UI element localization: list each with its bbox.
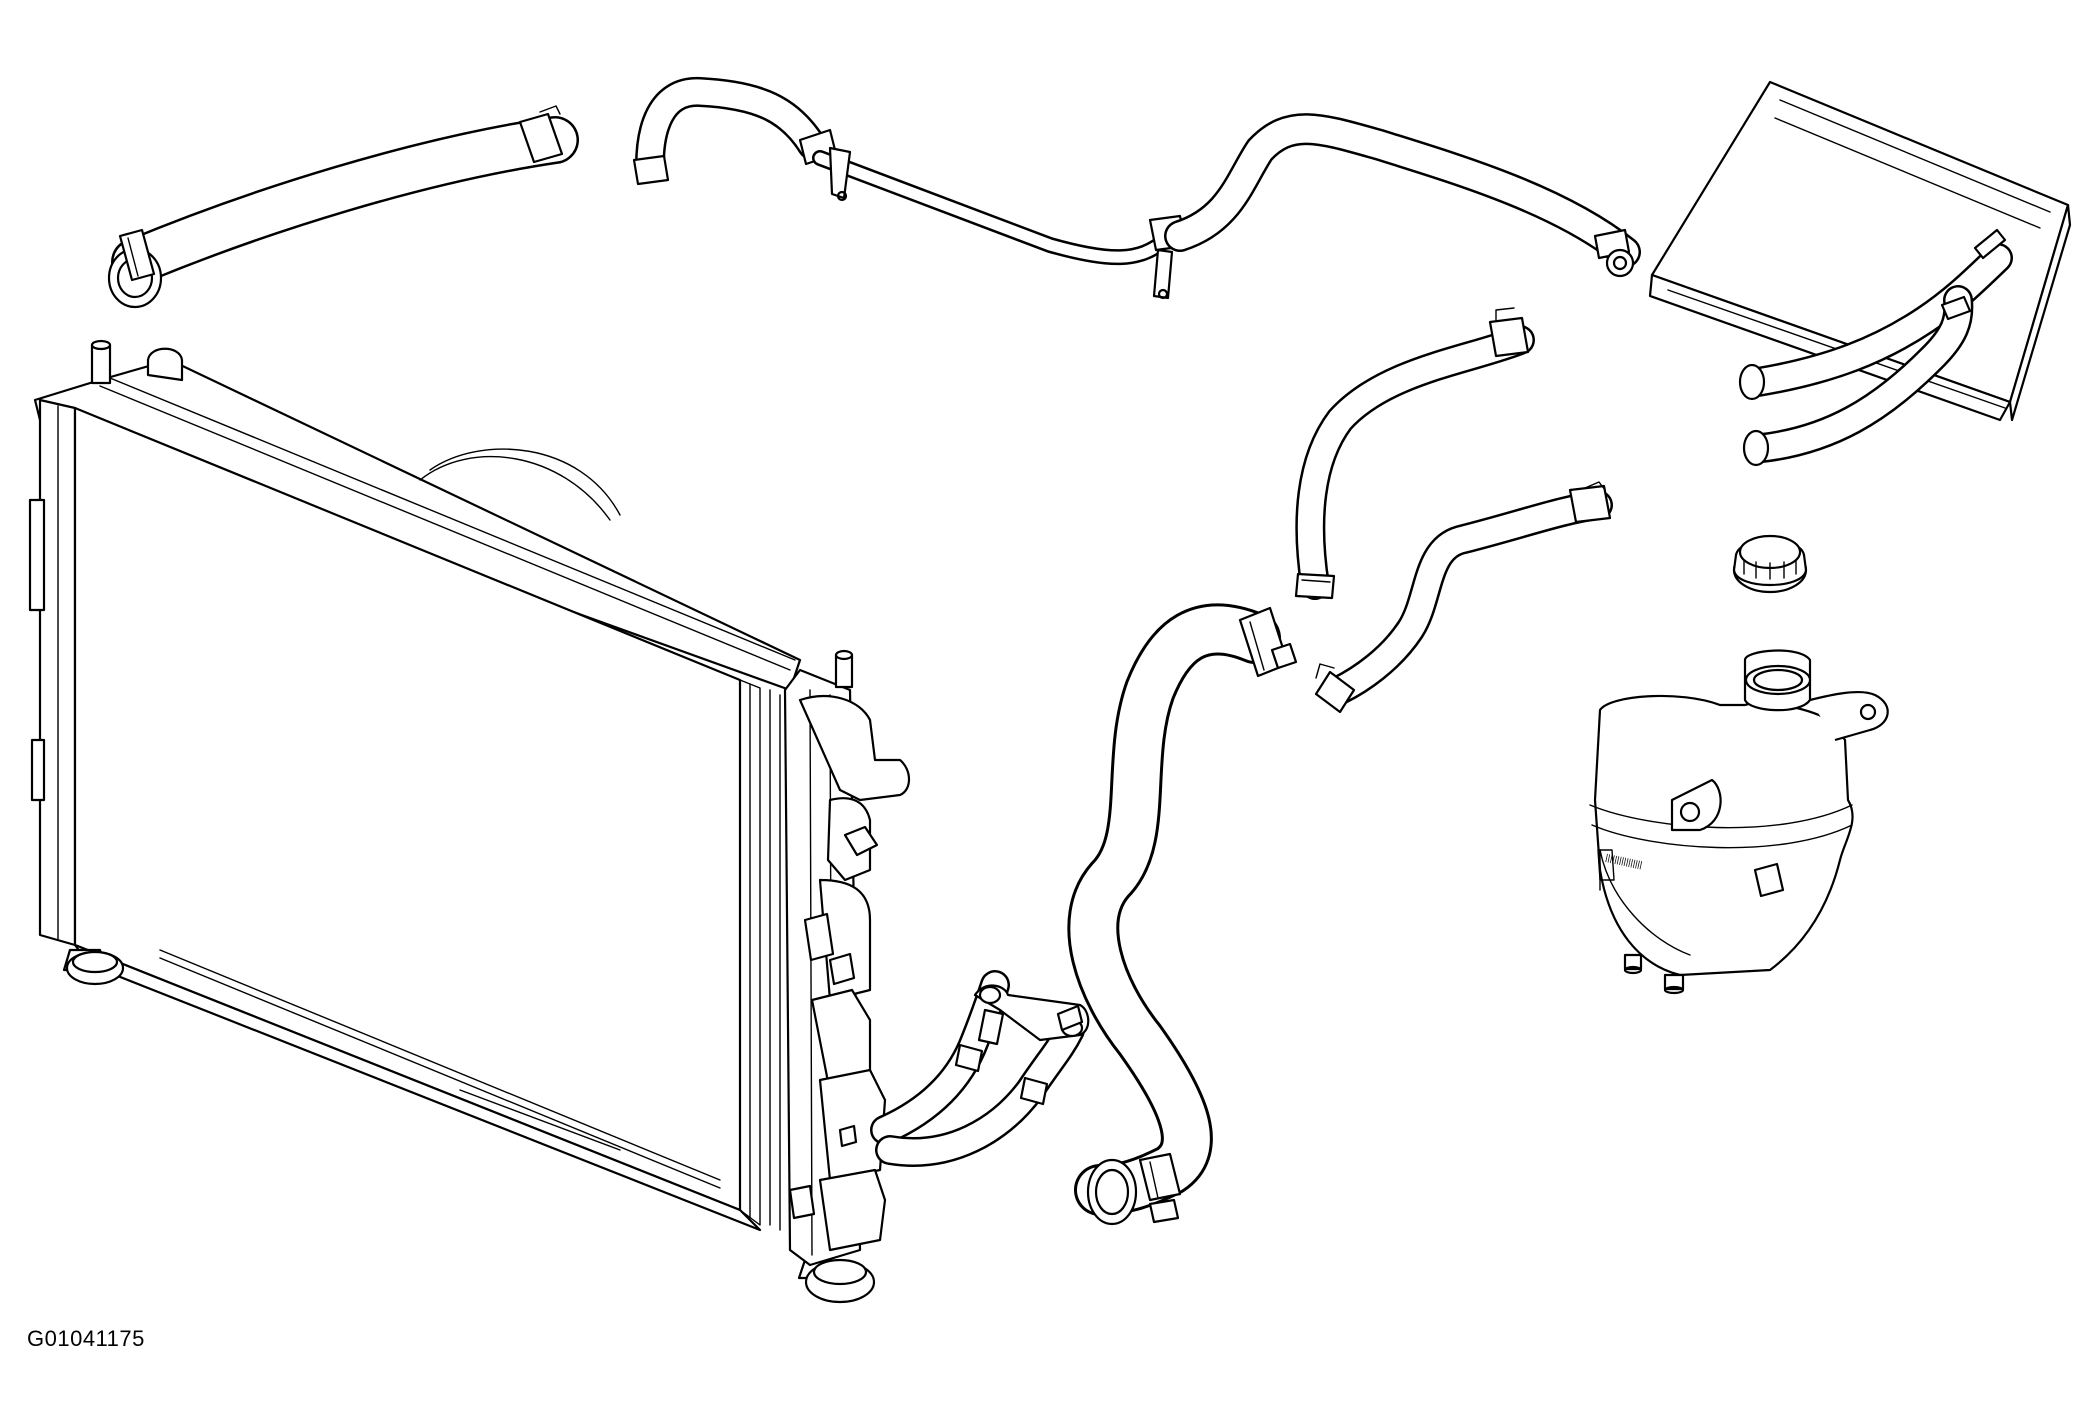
heater-supply-line	[632, 77, 1641, 300]
upper-radiator-hose	[107, 105, 579, 309]
radiator-fins	[739, 679, 781, 1231]
lower-radiator-hose	[1067, 603, 1298, 1226]
expansion-tank: ||||||||||||||||	[1589, 649, 1889, 995]
heater-hoses	[1294, 307, 1613, 714]
radiator	[28, 339, 911, 1304]
heater-core	[1648, 80, 2072, 467]
expansion-tank-cap	[1732, 534, 1808, 594]
figure-code: G01041175	[27, 1326, 145, 1351]
radiator-outlet-tubes	[870, 970, 1090, 1167]
